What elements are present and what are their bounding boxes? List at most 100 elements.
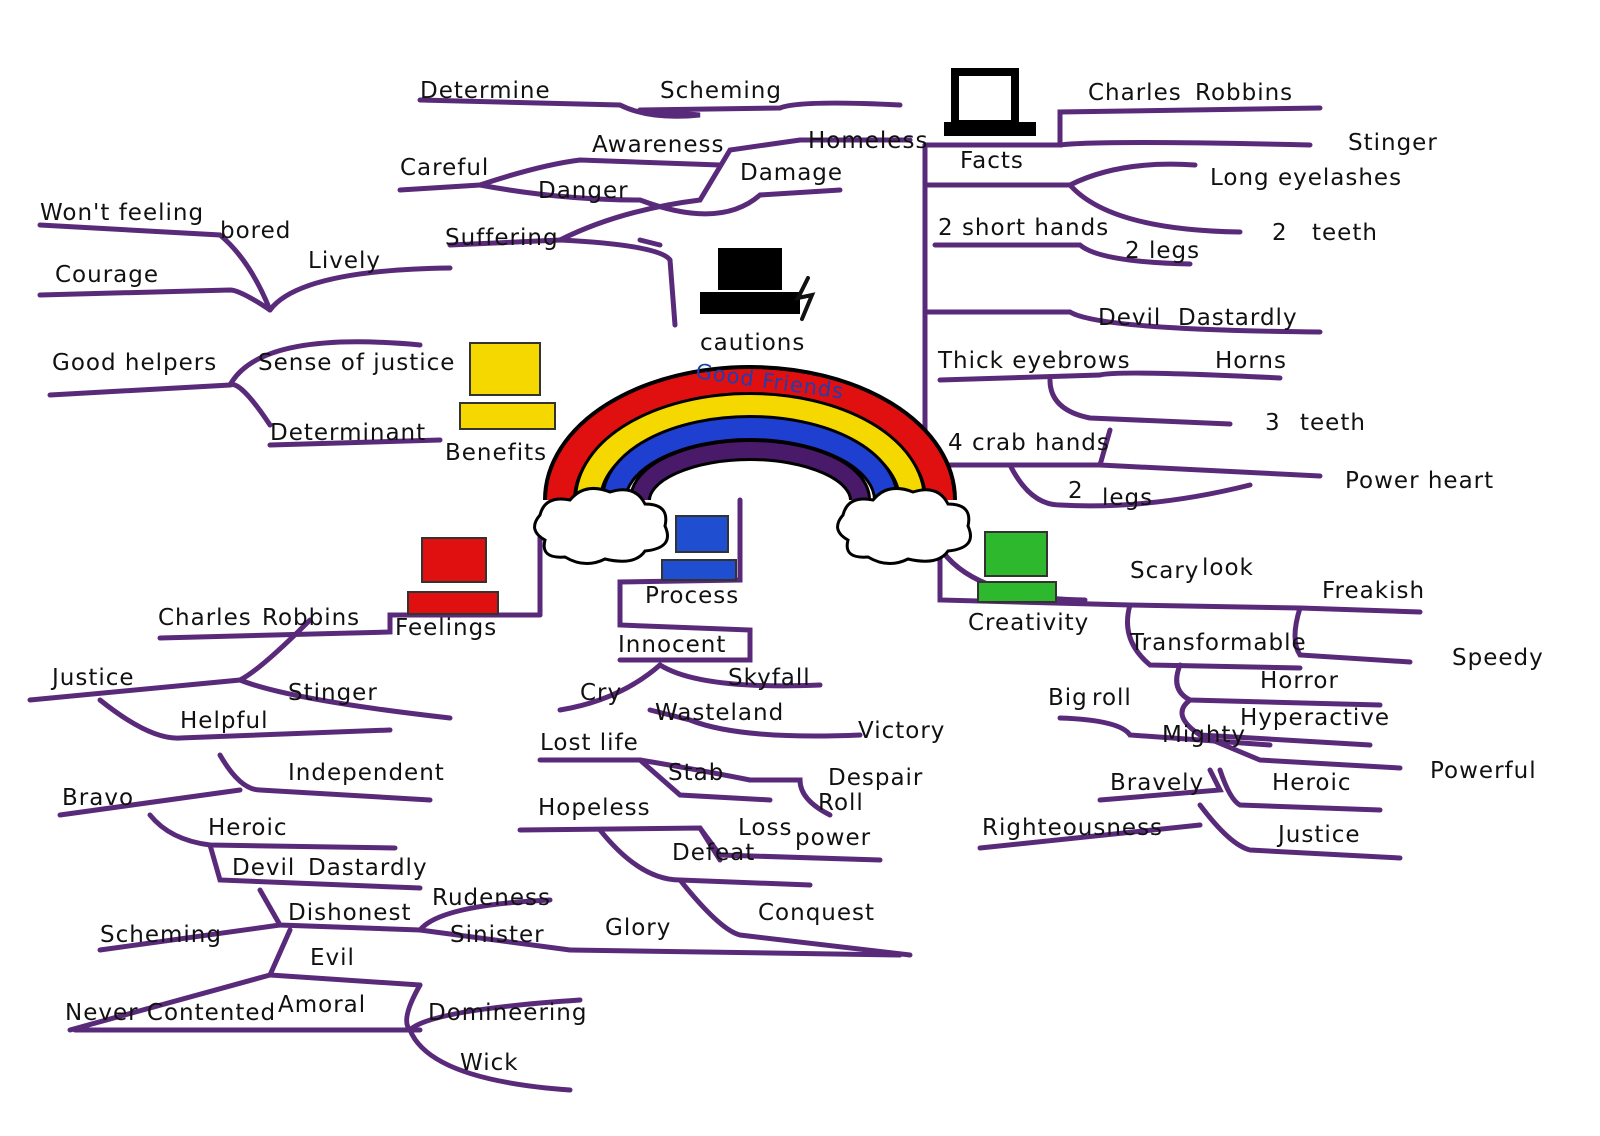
word-dastardly: Dastardly xyxy=(1178,305,1298,331)
word-conquest: Conquest xyxy=(758,900,875,926)
word-careful: Careful xyxy=(400,155,489,181)
word-robbins-f: Robbins xyxy=(262,605,360,631)
word-3: 3 xyxy=(1265,410,1281,436)
word-amoral: Amoral xyxy=(278,992,366,1018)
word-hopeless: Hopeless xyxy=(538,795,651,821)
word-horns: Horns xyxy=(1215,348,1287,374)
word-lively: Lively xyxy=(308,248,381,274)
word-scheming: Scheming xyxy=(660,78,782,104)
word-2-legs-a: 2 legs xyxy=(1125,238,1200,264)
word-mighty: Mighty xyxy=(1162,722,1246,748)
word-stinger-f: Stinger xyxy=(288,680,378,706)
word-domineering: Domineering xyxy=(428,1000,587,1026)
word-awareness: Awareness xyxy=(592,132,725,158)
branch-process: Process Innocent Skyfall Cry Wasteland V… xyxy=(538,583,945,941)
word-horror: Horror xyxy=(1260,668,1339,694)
branch-title-benefits: Benefits xyxy=(445,440,547,466)
word-hyperactive: Hyperactive xyxy=(1240,705,1390,731)
word-despair: Despair xyxy=(828,765,923,791)
word-loss: Loss xyxy=(738,815,792,841)
branch-benefits: Benefits Won't feeling bored Courage Liv… xyxy=(40,200,547,466)
word-teeth-b: teeth xyxy=(1300,410,1366,436)
word-long-eyelashes: Long eyelashes xyxy=(1210,165,1402,191)
word-power-p: power xyxy=(795,825,871,851)
word-glory: Glory xyxy=(605,915,671,941)
word-sinister: Sinister xyxy=(450,922,545,948)
word-robbins: Robbins xyxy=(1195,80,1293,106)
word-bravely: Bravely xyxy=(1110,770,1204,796)
word-dishonest: Dishonest xyxy=(288,900,411,926)
branch-facts: Facts Charles Robbins Stinger Long eyela… xyxy=(937,80,1494,511)
word-wont-feeling: Won't feeling xyxy=(40,200,204,226)
word-wasteland: Wasteland xyxy=(655,700,784,726)
word-teeth-a: teeth xyxy=(1312,220,1378,246)
word-defeat: Defeat xyxy=(672,840,755,866)
branch-title-creativity: Creativity xyxy=(968,610,1089,636)
word-damage: Damage xyxy=(740,160,843,186)
word-victory: Victory xyxy=(858,718,945,744)
word-charles: Charles xyxy=(1088,80,1182,106)
branch-title-process: Process xyxy=(645,583,739,609)
cloud-right-icon xyxy=(836,486,972,565)
branch-cautions: cautions Determine Scheming Careful Awar… xyxy=(400,78,928,356)
cloud-left-icon xyxy=(533,486,669,565)
word-sense-of-justice: Sense of justice xyxy=(258,350,455,376)
word-evil: Evil xyxy=(310,945,355,971)
word-courage: Courage xyxy=(55,262,159,288)
branch-title-facts: Facts xyxy=(960,148,1024,174)
yellow-hat-icon-benefits xyxy=(459,342,556,430)
word-innocent: Innocent xyxy=(618,632,726,658)
word-cry: Cry xyxy=(580,680,622,706)
word-charles-f: Charles xyxy=(158,605,252,631)
word-thick-eyebrows: Thick eyebrows xyxy=(937,348,1131,374)
word-powerful: Powerful xyxy=(1430,758,1537,784)
word-good-helpers: Good helpers xyxy=(52,350,217,376)
word-transformable: Transformable xyxy=(1129,630,1307,656)
word-righteousness: Righteousness xyxy=(982,815,1163,841)
word-independent: Independent xyxy=(288,760,445,786)
word-justice-f: Justice xyxy=(50,665,135,691)
word-rudeness: Rudeness xyxy=(432,885,551,911)
word-scheming-f: Scheming xyxy=(100,922,222,948)
word-2: 2 xyxy=(1272,220,1288,246)
word-lost-life: Lost life xyxy=(540,730,639,756)
word-homeless: Homeless xyxy=(808,128,928,154)
word-dastardly-f: Dastardly xyxy=(308,855,428,881)
branch-title-feelings: Feelings xyxy=(395,615,497,641)
word-suffering: Suffering xyxy=(445,225,559,251)
word-bravo: Bravo xyxy=(62,785,134,811)
word-never-contented: Never Contented xyxy=(65,1000,276,1026)
word-stinger: Stinger xyxy=(1348,130,1438,156)
word-justice-c: Justice xyxy=(1276,822,1361,848)
word-helpful: Helpful xyxy=(180,708,269,734)
word-speedy: Speedy xyxy=(1452,645,1544,671)
blue-hat-icon-process xyxy=(661,515,737,581)
word-power-heart: Power heart xyxy=(1345,468,1494,494)
branch-title-cautions: cautions xyxy=(700,330,805,356)
branch-feelings: Feelings Charles Robbins Justice Stinger… xyxy=(50,605,587,1076)
green-hat-icon-creativity xyxy=(977,531,1057,603)
word-big: Big xyxy=(1048,685,1088,711)
word-roll: Roll xyxy=(818,790,864,816)
computer-icon-facts xyxy=(944,68,1036,136)
word-2-b: 2 xyxy=(1068,478,1084,504)
word-look: look xyxy=(1202,555,1254,581)
word-bored: bored xyxy=(220,218,291,244)
rainbow-icon xyxy=(543,365,957,501)
word-skyfall: Skyfall xyxy=(728,665,811,691)
red-hat-icon-feelings xyxy=(407,537,499,615)
word-scary: Scary xyxy=(1130,558,1199,584)
black-hat-icon-cautions xyxy=(700,248,816,321)
word-4-crab-hands: 4 crab hands xyxy=(948,430,1110,456)
word-freakish: Freakish xyxy=(1322,578,1425,604)
word-devil: Devil xyxy=(1098,305,1161,331)
branch-creativity: Creativity Scary look Freakish Transform… xyxy=(968,555,1544,848)
word-roll-c: roll xyxy=(1092,685,1132,711)
word-danger: Danger xyxy=(538,178,629,204)
word-determine: Determine xyxy=(420,78,551,104)
word-legs-b: legs xyxy=(1102,485,1153,511)
word-devil-f: Devil xyxy=(232,855,295,881)
word-2-short-hands: 2 short hands xyxy=(938,215,1109,241)
